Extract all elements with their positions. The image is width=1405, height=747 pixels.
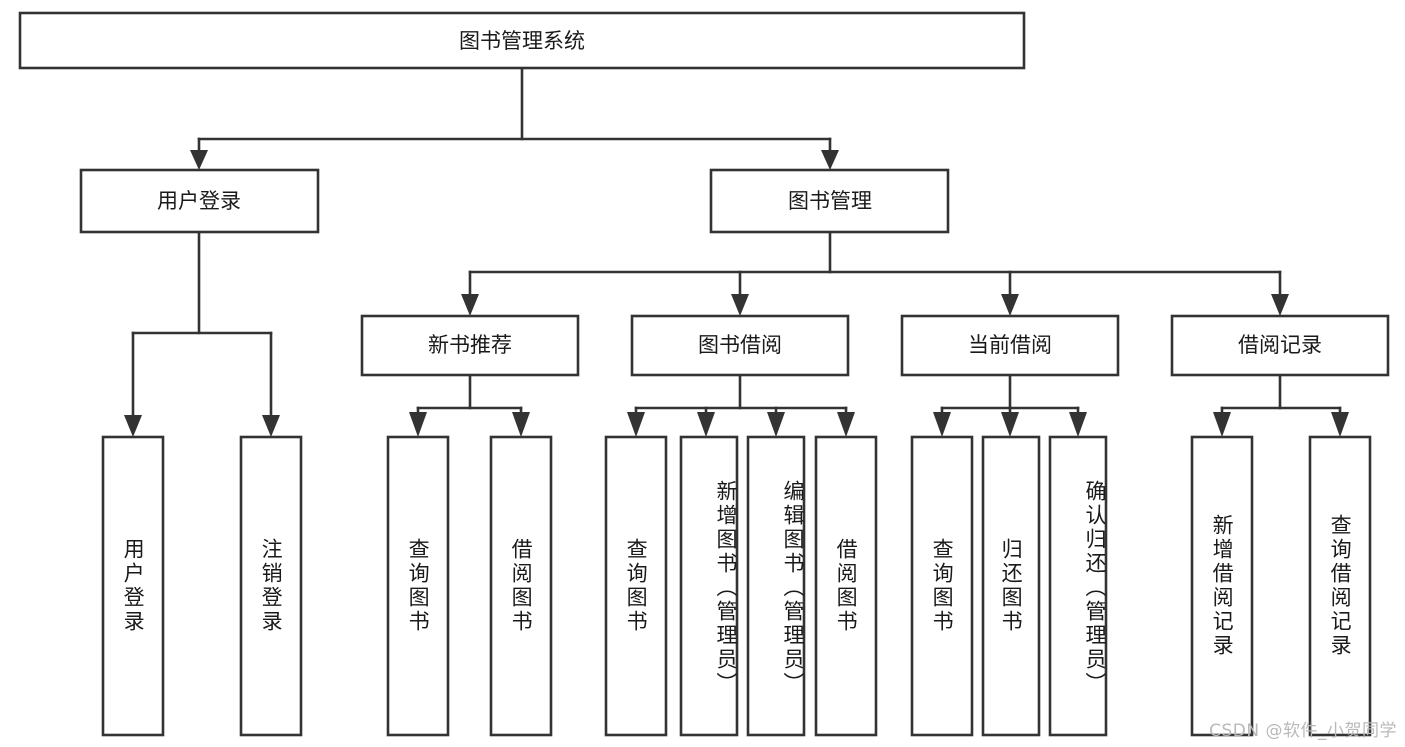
arrow-leaf-edit-book [767,412,785,437]
arrow-leaf-query-record [1331,412,1349,437]
node-book-manage[interactable] [709,168,950,234]
arrow-to-borrow [731,294,749,316]
node-leaf-borrow-book-2[interactable] [814,435,878,737]
node-leaf-add-record[interactable] [1190,435,1254,737]
arrow-to-user-login [190,150,208,170]
node-user-login-label: 用户登录 [157,189,241,213]
csdn-watermark: CSDN @软件_小贺同学 [1209,721,1397,741]
node-leaf-borrow-book-1[interactable] [489,435,553,737]
node-leaf-user-login[interactable] [101,435,165,737]
arrow-leaf-query-book-1 [409,412,427,437]
arrow-leaf-return-book [1001,412,1019,437]
arrow-to-recommend [461,294,479,316]
node-layer: 图书管理系统 用户登录 图书管理 新书推荐 图书借阅 当前借阅 借阅记录 [18,11,1390,737]
node-leaf-query-book-1[interactable] [386,435,450,737]
node-borrow-record-label: 借阅记录 [1238,333,1322,357]
arrow-leaf-user-login [124,415,142,437]
node-leaf-logout-login[interactable] [239,435,303,737]
node-borrow-record[interactable] [1170,314,1390,377]
arrow-to-current [1001,294,1019,316]
node-leaf-confirm-return[interactable] [1048,435,1108,737]
node-leaf-add-book[interactable] [679,435,739,737]
node-root[interactable] [18,11,1026,70]
node-leaf-query-record[interactable] [1308,435,1372,737]
arrow-to-record [1271,294,1289,316]
node-current-borrow[interactable] [900,314,1120,377]
node-leaf-return-book[interactable] [981,435,1041,737]
arrow-leaf-add-book [697,412,715,437]
node-user-login[interactable] [79,168,320,234]
node-leaf-edit-book[interactable] [746,435,806,737]
node-new-book-recommend[interactable] [360,314,580,377]
node-leaf-query-book-3[interactable] [910,435,974,737]
node-book-manage-label: 图书管理 [788,189,872,213]
node-book-borrow-label: 图书借阅 [698,333,782,357]
arrow-leaf-query-book-3 [933,412,951,437]
node-leaf-query-book-2[interactable] [604,435,668,737]
node-root-label: 图书管理系统 [459,29,585,53]
node-new-book-recommend-label: 新书推荐 [428,333,512,357]
connector-layer [124,66,1349,437]
arrow-leaf-query-book-2 [627,412,645,437]
arrow-leaf-confirm-return [1069,412,1087,437]
arrow-leaf-borrow-book-1 [512,412,530,437]
arrow-leaf-logout-login [262,415,280,437]
node-book-borrow[interactable] [630,314,850,377]
node-current-borrow-label: 当前借阅 [968,333,1052,357]
arrow-leaf-add-record [1213,412,1231,437]
arrow-to-book-manage [821,150,839,170]
arrow-leaf-borrow-book-2 [837,412,855,437]
